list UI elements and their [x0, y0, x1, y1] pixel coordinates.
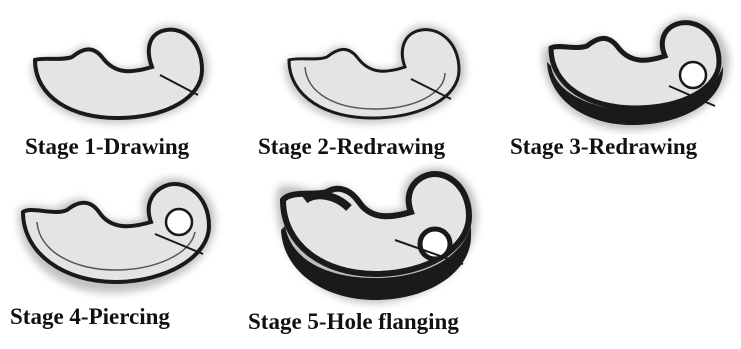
- pierced-hole: [680, 62, 706, 88]
- stage-2-figure: [275, 15, 475, 130]
- stage-2-caption: Stage 2-Redrawing: [258, 135, 445, 158]
- stage-2-part-drawing: [275, 15, 475, 130]
- stage-3-part-drawing: [535, 10, 735, 135]
- stage-4-part-drawing: [5, 170, 225, 300]
- stage-4-figure: [5, 170, 225, 300]
- stage-1-figure: [20, 15, 220, 130]
- stage-5-part-drawing: [265, 160, 485, 310]
- stage-3-caption: Stage 3-Redrawing: [510, 135, 697, 158]
- stage-3-figure: [535, 10, 735, 135]
- stage-5-figure: [265, 160, 485, 310]
- stage-4-caption: Stage 4-Piercing: [10, 305, 170, 328]
- pierced-hole: [166, 209, 192, 235]
- stage-5-caption: Stage 5-Hole flanging: [248, 310, 459, 333]
- stage-1-part-drawing: [20, 15, 220, 130]
- stage-1-caption: Stage 1-Drawing: [25, 135, 189, 158]
